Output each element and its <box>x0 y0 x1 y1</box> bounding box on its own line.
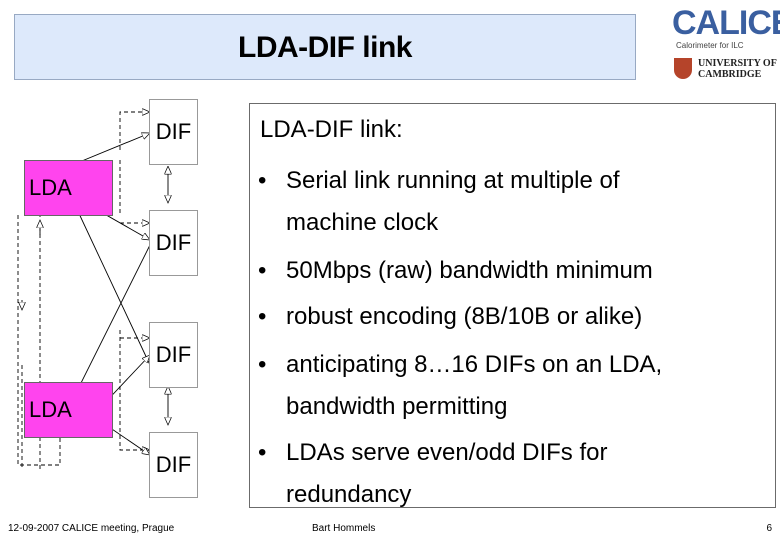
title-banner: LDA-DIF link <box>14 14 636 80</box>
dif-label: DIF <box>155 342 192 367</box>
lda-label: LDA <box>29 397 72 422</box>
content-heading: LDA-DIF link: <box>260 116 403 143</box>
cambridge-shield-icon <box>674 58 692 79</box>
calice-logo: CALICE Calorimeter for ILC <box>672 4 780 54</box>
cambridge-line1: UNIVERSITY OF <box>698 58 777 69</box>
bullet-text-line: anticipating 8…16 DIFs on an LDA, <box>286 351 663 378</box>
bullet-text-line: redundancy <box>286 481 412 508</box>
lda-dif-diagram <box>17 95 250 470</box>
dif-box-2: DIF <box>149 210 198 276</box>
cambridge-logo: UNIVERSITY OF CAMBRIDGE <box>672 56 780 82</box>
bullet-list: • Serial link running at multiple of mac… <box>258 160 768 516</box>
footer-page-number: 6 <box>766 523 772 534</box>
dif-label: DIF <box>155 230 192 255</box>
bullet-text-line: robust encoding (8B/10B or alike) <box>286 303 643 330</box>
dif-label: DIF <box>155 119 192 144</box>
bullet-text-line: 50Mbps (raw) bandwidth minimum <box>286 257 653 284</box>
content-panel <box>249 103 776 508</box>
lda-box-lower: LDA <box>24 382 113 438</box>
bullet-icon: • <box>258 257 267 284</box>
bullet-item: • LDAs serve even/odd DIFs for redundanc… <box>258 432 768 516</box>
bullet-item: • anticipating 8…16 DIFs on an LDA, band… <box>258 344 768 428</box>
bullet-text-line: bandwidth permitting <box>286 393 508 420</box>
bullet-text-line: Serial link running at multiple of <box>286 167 620 194</box>
bullet-icon: • <box>258 167 267 194</box>
bullet-icon: • <box>258 351 267 378</box>
bullet-item: • Serial link running at multiple of mac… <box>258 160 768 244</box>
footer-event: 12-09-2007 CALICE meeting, Prague <box>8 523 175 534</box>
calice-wordmark: CALICE <box>672 4 780 42</box>
lda-box-upper: LDA <box>24 160 113 216</box>
cambridge-text: UNIVERSITY OF CAMBRIDGE <box>698 58 777 80</box>
bullet-text-line: LDAs serve even/odd DIFs for <box>286 439 608 466</box>
footer-author: Bart Hommels <box>312 523 376 534</box>
bullet-item: • robust encoding (8B/10B or alike) <box>258 296 768 338</box>
dif-box-3: DIF <box>149 322 198 388</box>
cambridge-line2: CAMBRIDGE <box>698 69 762 80</box>
dif-label: DIF <box>155 452 192 477</box>
slide-title: LDA-DIF link <box>238 31 413 64</box>
lda-label: LDA <box>29 175 72 200</box>
dif-box-1: DIF <box>149 99 198 165</box>
bullet-icon: • <box>258 303 267 330</box>
dif-box-4: DIF <box>149 432 198 498</box>
bullet-icon: • <box>258 439 267 466</box>
bullet-text-line: machine clock <box>286 209 439 236</box>
calice-subtitle: Calorimeter for ILC <box>676 41 744 50</box>
bullet-item: • 50Mbps (raw) bandwidth minimum <box>258 250 768 292</box>
